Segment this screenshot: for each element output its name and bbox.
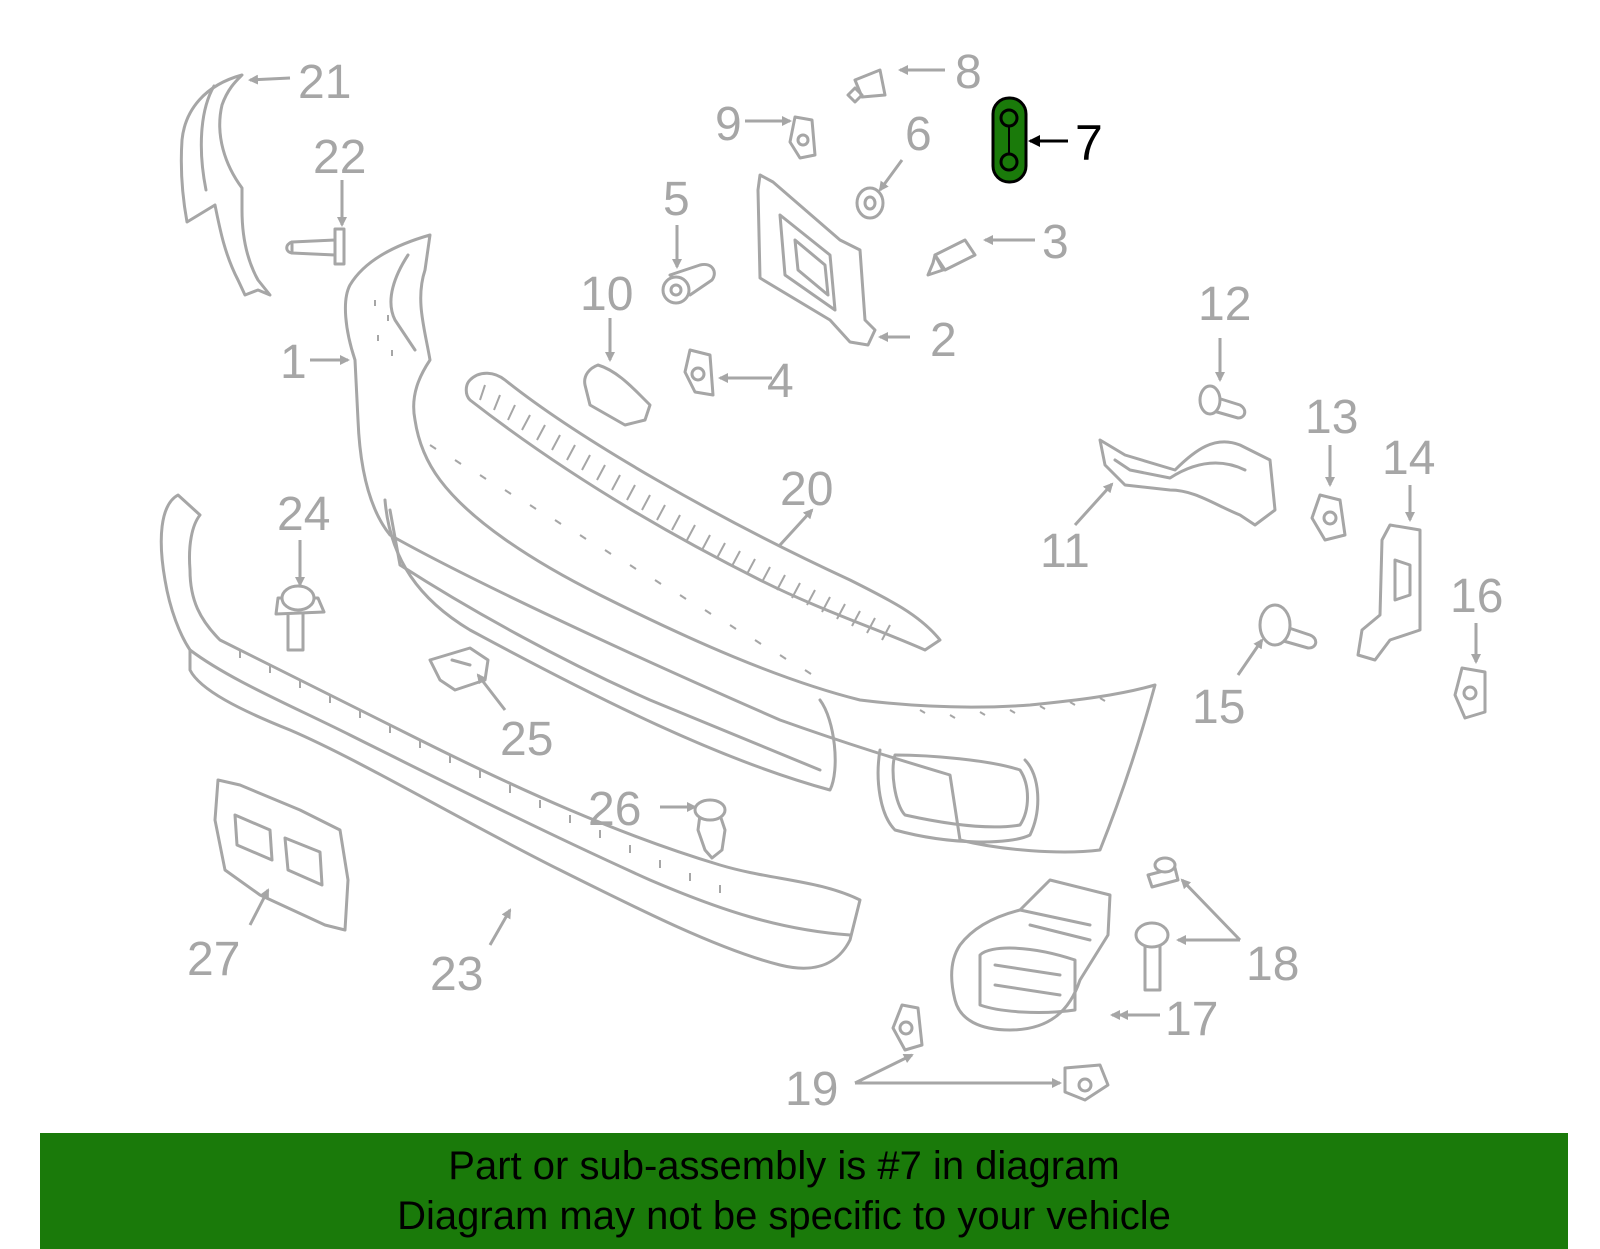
callout-18: 18 <box>1246 938 1299 991</box>
callout-14: 14 <box>1382 432 1435 485</box>
callout-17: 17 <box>1165 993 1218 1046</box>
part-24-shape <box>274 584 326 652</box>
part-6-shape <box>855 186 885 220</box>
callout-labels: 21 22 1 2 3 4 5 6 7 8 9 10 11 12 13 14 1… <box>187 46 1503 1116</box>
part-18-shape <box>1134 856 1180 992</box>
part-8-shape <box>846 68 887 104</box>
part-14-shape <box>1356 523 1422 662</box>
part-12-shape <box>1198 384 1247 420</box>
banner-line-2: Diagram may not be specific to your vehi… <box>397 1194 1171 1238</box>
part-1-bumper <box>344 233 1157 854</box>
callout-22: 22 <box>313 131 366 184</box>
part-2-shape <box>756 173 877 347</box>
leader-lines <box>248 65 1481 1088</box>
callout-25: 25 <box>500 713 553 766</box>
part-15-shape <box>1258 603 1318 650</box>
callout-11: 11 <box>1040 525 1090 578</box>
callout-1: 1 <box>280 336 307 389</box>
part-13-shape <box>1310 493 1347 542</box>
part-11-shape <box>1098 438 1277 527</box>
callout-6: 6 <box>905 108 932 161</box>
callout-21: 21 <box>298 56 351 109</box>
callout-16: 16 <box>1450 570 1503 623</box>
callout-7: 7 <box>1075 115 1103 171</box>
part-19-shape <box>891 1003 1110 1102</box>
part-27-shape <box>213 778 350 932</box>
part-17-shape <box>950 878 1112 1032</box>
callout-4: 4 <box>767 355 794 408</box>
part-25-shape <box>428 646 490 692</box>
part-21-shape <box>179 73 272 297</box>
part-10-shape <box>583 363 652 427</box>
callout-5: 5 <box>663 173 690 226</box>
info-banner: Part or sub-assembly is #7 in diagram Di… <box>40 1133 1568 1249</box>
part-3-shape <box>926 238 977 277</box>
part-5-shape <box>661 262 716 305</box>
callout-12: 12 <box>1198 278 1251 331</box>
callout-19: 19 <box>785 1063 838 1116</box>
part-4-shape <box>683 348 715 397</box>
part-23-valance <box>159 493 862 970</box>
callout-15: 15 <box>1192 681 1245 734</box>
callout-10: 10 <box>580 268 633 321</box>
part-9-shape <box>788 115 817 160</box>
callout-9: 9 <box>715 98 742 151</box>
part-26-shape <box>693 798 727 860</box>
callout-3: 3 <box>1042 216 1069 269</box>
callout-26: 26 <box>588 783 641 836</box>
part-16-shape <box>1453 666 1487 720</box>
part-22-shape <box>285 227 346 266</box>
callout-20: 20 <box>780 463 833 516</box>
part-7-highlighted <box>991 96 1028 184</box>
callout-8: 8 <box>955 46 982 99</box>
callout-2: 2 <box>930 314 957 367</box>
part-20-grille <box>464 371 942 652</box>
callout-23: 23 <box>430 948 483 1001</box>
callout-24: 24 <box>277 488 330 541</box>
callout-13: 13 <box>1305 391 1358 444</box>
banner-line-1: Part or sub-assembly is #7 in diagram <box>448 1144 1120 1188</box>
callout-27: 27 <box>187 933 240 986</box>
